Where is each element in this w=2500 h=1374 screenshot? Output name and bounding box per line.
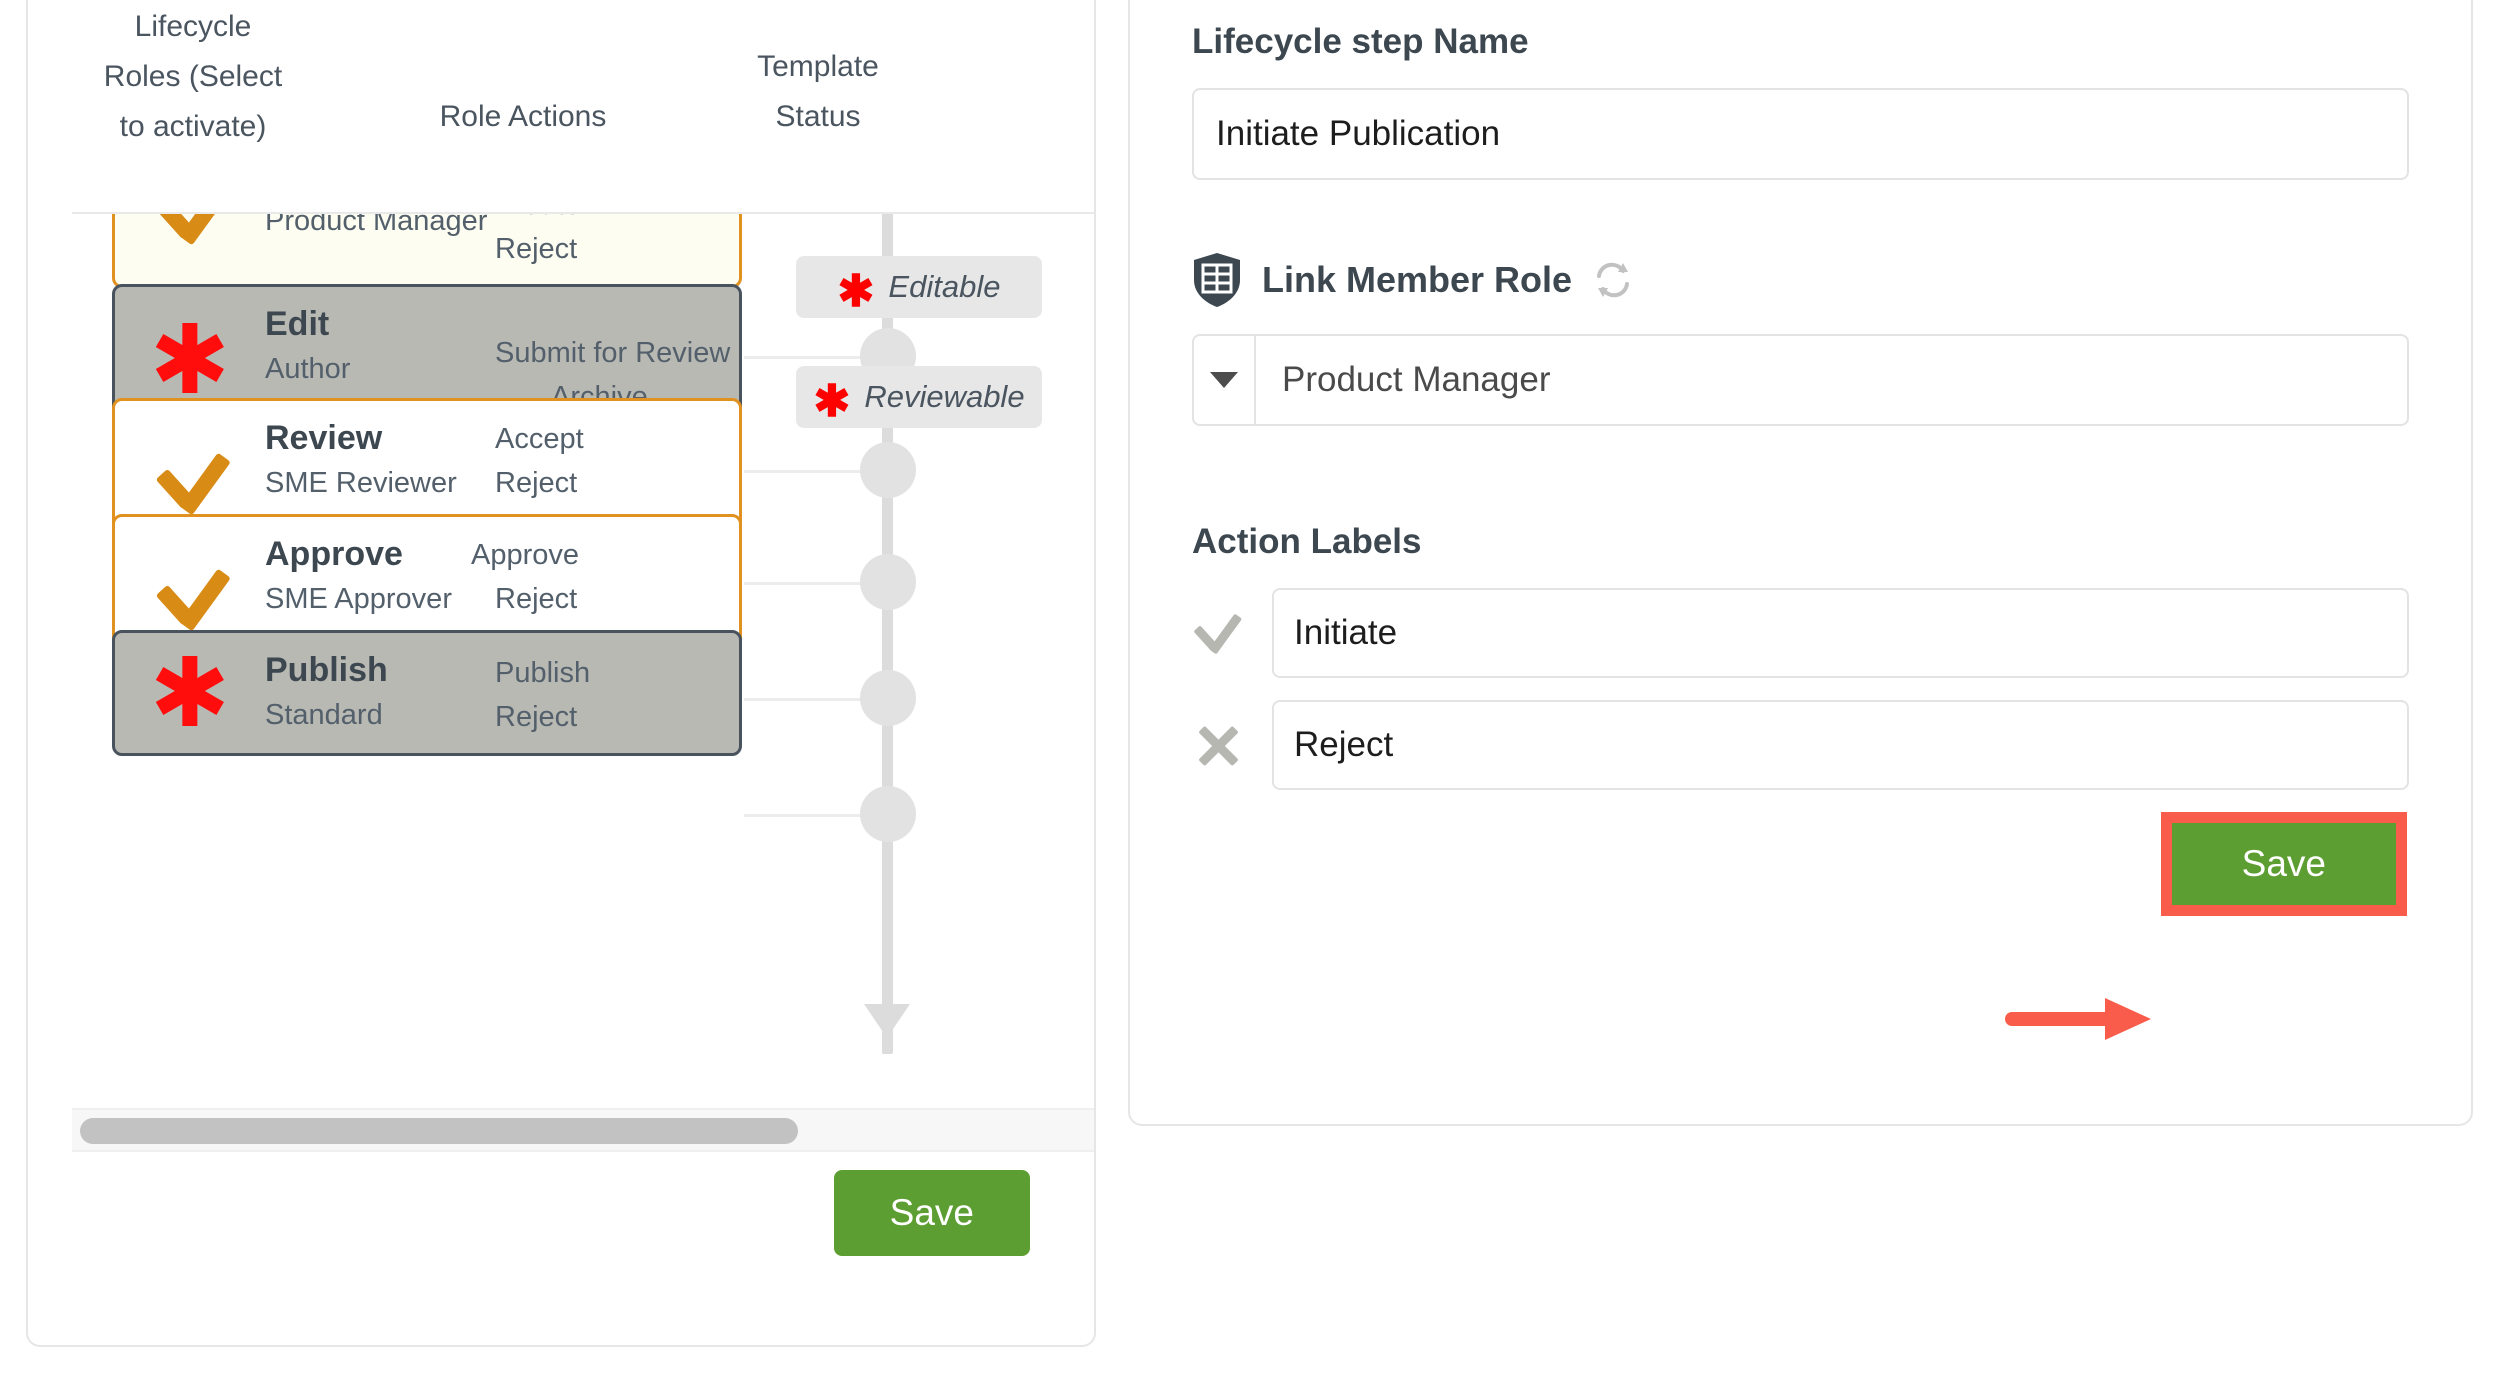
select-dropdown-toggle[interactable] <box>1192 334 1254 426</box>
link-member-role-value[interactable]: Product Manager <box>1254 334 2409 426</box>
column-header-template-status: Template Status <box>757 50 879 133</box>
timeline-node <box>860 442 916 498</box>
check-icon-wrapper <box>1192 610 1244 656</box>
step-role: SME Approver <box>265 583 452 615</box>
column-header-roles: Lifecycle Roles (Select to activate) <box>103 10 283 143</box>
annotation-arrow-icon <box>2005 998 2153 1040</box>
lifecycle-steps-scroll-viewport[interactable]: Submitted ✱ Editable ✱ Reviewable <box>28 214 1094 1106</box>
annotation-arrow-head <box>2105 998 2151 1040</box>
step-name-input[interactable] <box>1192 88 2409 180</box>
step-card-body: Initiate Product Manager Initiate Reject <box>265 214 739 285</box>
horizontal-scrollbar-thumb[interactable] <box>80 1118 798 1144</box>
step-role: Product Manager <box>265 214 488 237</box>
step-role-column: Approve SME Approver <box>265 531 495 665</box>
step-action: Initiate <box>495 214 739 227</box>
action-labels-title: Action Labels <box>1192 522 1422 561</box>
lifecycle-step-card-publish[interactable]: ✱ Publish Standard Publish Reject <box>112 630 742 756</box>
timeline-spine <box>882 254 893 1054</box>
status-badge-label: Reviewable <box>864 379 1025 414</box>
column-header-role-actions: Role Actions <box>439 100 607 133</box>
step-role-column: Initiate Product Manager <box>265 214 495 271</box>
save-button-highlight: Save <box>2160 812 2407 916</box>
right-panel-save-row: Save <box>1192 812 2409 916</box>
step-role-column: Review SME Reviewer <box>265 415 495 549</box>
x-icon-wrapper <box>1192 722 1244 768</box>
step-action: Approve <box>471 539 580 571</box>
timeline-node <box>860 554 916 610</box>
red-asterisk-icon: ✱ <box>149 304 231 416</box>
step-role: Author <box>265 353 351 385</box>
orange-check-icon <box>153 561 227 635</box>
column-headers: Lifecycle Roles (Select to activate) Rol… <box>28 2 1094 212</box>
connector-line <box>744 698 884 701</box>
shield-grid-icon <box>1192 252 1242 308</box>
lifecycle-step-details-panel: Lifecycle step Name Link Member Role <box>1128 0 2473 1126</box>
step-name: Edit <box>265 305 330 343</box>
step-state-icon-wrapper: ✱ <box>115 637 265 749</box>
red-asterisk-icon: ✱ <box>149 637 231 749</box>
link-member-role-header: Link Member Role <box>1192 252 2409 308</box>
action-label-row <box>1192 700 2409 790</box>
step-name-label: Lifecycle step Name <box>1192 22 1529 61</box>
step-actions-column: Initiate Reject <box>495 214 739 271</box>
step-state-icon-wrapper <box>115 561 265 635</box>
status-badge-label: Editable <box>888 269 1001 304</box>
step-name: Approve <box>265 535 403 573</box>
step-card-body: Publish Standard Publish Reject <box>265 633 739 753</box>
connector-line <box>744 356 884 359</box>
step-action: Publish <box>495 657 591 689</box>
status-badge-editable: ✱ Editable <box>796 256 1042 318</box>
save-button[interactable]: Save <box>833 1170 1030 1256</box>
annotation-arrow-shaft <box>2005 1012 2115 1026</box>
status-badge-reviewable: ✱ Reviewable <box>796 366 1042 428</box>
chevron-down-icon <box>1210 372 1238 388</box>
x-icon <box>1195 722 1241 768</box>
timeline-arrow-icon <box>864 1004 910 1038</box>
lifecycle-steps-list: Submitted ✱ Editable ✱ Reviewable <box>28 214 1094 1106</box>
timeline-spine-top <box>882 214 893 274</box>
lifecycle-step-card-initiate[interactable]: Initiate Product Manager Initiate Reject <box>112 214 742 288</box>
link-member-role-label: Link Member Role <box>1262 259 1573 300</box>
check-icon <box>1195 610 1241 656</box>
connector-line <box>744 814 884 817</box>
save-button[interactable]: Save <box>2171 823 2396 905</box>
header-divider <box>72 212 1094 214</box>
action-label-input-reject[interactable] <box>1272 700 2409 790</box>
step-action: Reject <box>495 701 578 733</box>
step-action: Reject <box>495 467 578 499</box>
spacer <box>1192 426 2409 522</box>
step-action: Reject <box>495 233 578 265</box>
step-action: Reject <box>495 583 578 615</box>
action-labels-list <box>1192 588 2409 790</box>
step-action: Accept <box>495 423 584 455</box>
step-role: SME Reviewer <box>265 467 457 499</box>
step-name: Review <box>265 419 383 457</box>
step-state-icon-wrapper <box>115 445 265 519</box>
orange-check-icon <box>153 214 227 249</box>
step-actions-column: Publish Reject <box>495 647 739 739</box>
step-state-icon-wrapper <box>115 214 265 249</box>
spacer <box>1192 180 2409 252</box>
connector-line <box>744 470 884 473</box>
action-label-row <box>1192 588 2409 678</box>
lifecycle-roles-panel: Lifecycle Roles (Select to activate) Rol… <box>26 0 1096 1347</box>
left-panel-save-row: Save <box>28 1170 1094 1256</box>
step-role-column: Edit Author <box>265 301 495 419</box>
timeline-node <box>860 786 916 842</box>
refresh-sync-icon[interactable] <box>1592 259 1634 301</box>
horizontal-scrollbar[interactable] <box>72 1108 1094 1152</box>
step-state-icon-wrapper: ✱ <box>115 304 265 416</box>
step-role: Standard <box>265 699 383 731</box>
step-action: Submit for Review <box>495 337 731 369</box>
step-role-column: Publish Standard <box>265 647 495 739</box>
action-label-input-initiate[interactable] <box>1272 588 2409 678</box>
link-member-role-select[interactable]: Product Manager <box>1192 334 2409 426</box>
orange-check-icon <box>153 445 227 519</box>
step-name: Publish <box>265 651 388 689</box>
timeline-node <box>860 670 916 726</box>
connector-line <box>744 582 884 585</box>
